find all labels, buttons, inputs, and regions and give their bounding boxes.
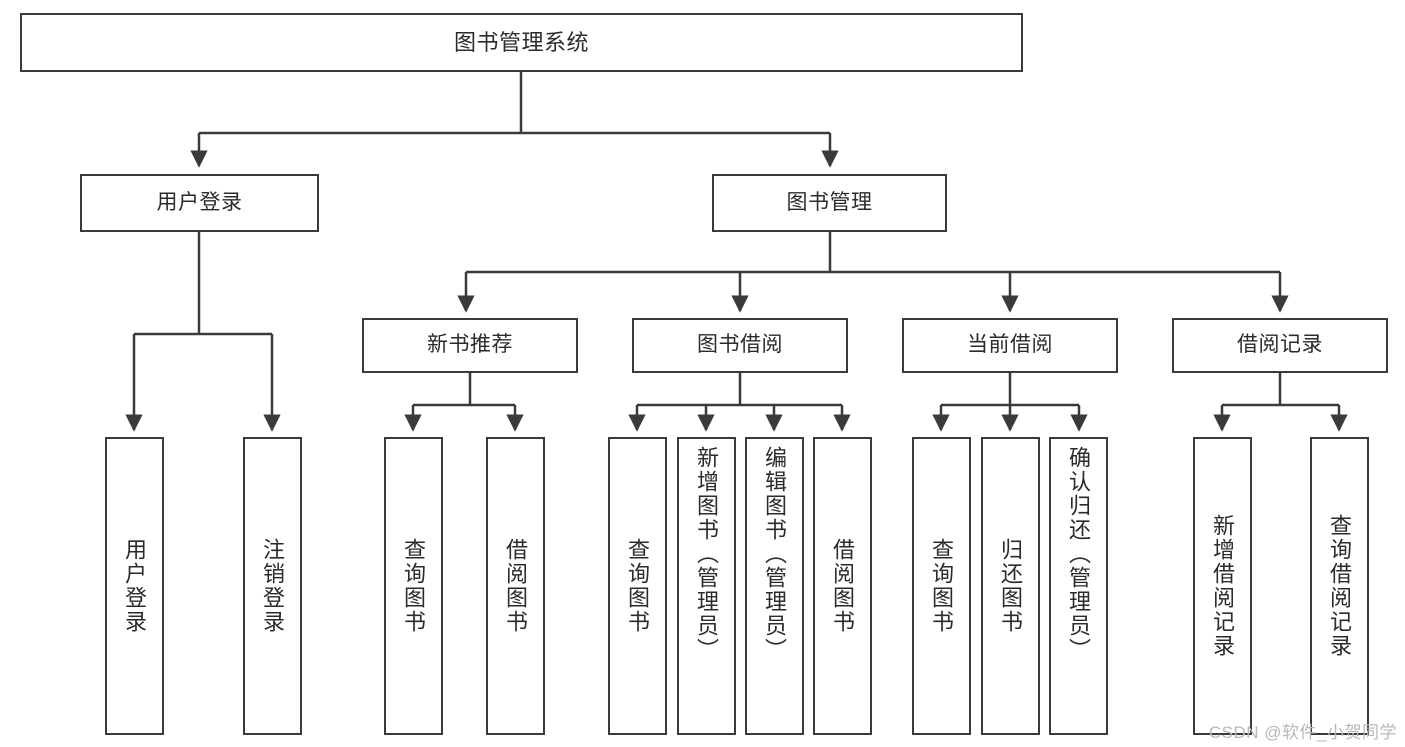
node-book-borrow[interactable]: 图书借阅	[632, 318, 848, 373]
node-label: 新增图书（管理员）	[694, 446, 720, 662]
node-leaf-edit-book[interactable]: 编辑图书（管理员）	[745, 437, 804, 735]
node-leaf-user-login[interactable]: 用户登录	[105, 437, 164, 735]
node-leaf-confirm-return[interactable]: 确认归还（管理员）	[1049, 437, 1108, 735]
watermark-text: CSDN @软件_小贺同学	[1208, 723, 1397, 742]
node-label: 用户登录	[122, 538, 148, 634]
node-borrow-record[interactable]: 借阅记录	[1172, 318, 1388, 373]
node-label: 新书推荐	[427, 333, 513, 357]
node-root-system[interactable]: 图书管理系统	[20, 13, 1023, 72]
node-label: 用户登录	[156, 190, 243, 214]
node-label: 查询图书	[929, 538, 955, 634]
node-leaf-borrow-book-2[interactable]: 借阅图书	[813, 437, 872, 735]
node-leaf-logout[interactable]: 注销登录	[243, 437, 302, 735]
node-label: 借阅图书	[503, 538, 529, 634]
node-label: 借阅记录	[1237, 333, 1323, 357]
node-leaf-borrow-book-1[interactable]: 借阅图书	[486, 437, 545, 735]
node-label: 注销登录	[260, 538, 286, 634]
node-leaf-query-book-2[interactable]: 查询图书	[608, 437, 667, 735]
node-leaf-query-book-1[interactable]: 查询图书	[384, 437, 443, 735]
node-leaf-add-book[interactable]: 新增图书（管理员）	[677, 437, 736, 735]
node-leaf-query-book-3[interactable]: 查询图书	[912, 437, 971, 735]
node-label: 图书管理	[786, 190, 873, 214]
node-label: 编辑图书（管理员）	[762, 446, 788, 662]
node-label: 当前借阅	[967, 333, 1053, 357]
node-label: 查询借阅记录	[1327, 514, 1353, 658]
node-label: 借阅图书	[830, 538, 856, 634]
node-user-login[interactable]: 用户登录	[80, 174, 319, 232]
node-book-manage[interactable]: 图书管理	[712, 174, 947, 232]
node-label: 归还图书	[998, 538, 1024, 634]
node-label: 图书借阅	[697, 333, 783, 357]
node-leaf-return-book[interactable]: 归还图书	[981, 437, 1040, 735]
node-label: 图书管理系统	[453, 29, 589, 55]
node-label: 查询图书	[401, 538, 427, 634]
node-label: 确认归还（管理员）	[1066, 446, 1092, 662]
node-label: 查询图书	[625, 538, 651, 634]
node-current-borrow[interactable]: 当前借阅	[902, 318, 1118, 373]
node-label: 新增借阅记录	[1210, 514, 1236, 658]
node-leaf-add-record[interactable]: 新增借阅记录	[1193, 437, 1252, 735]
node-leaf-query-record[interactable]: 查询借阅记录	[1310, 437, 1369, 735]
node-new-book-recommend[interactable]: 新书推荐	[362, 318, 578, 373]
